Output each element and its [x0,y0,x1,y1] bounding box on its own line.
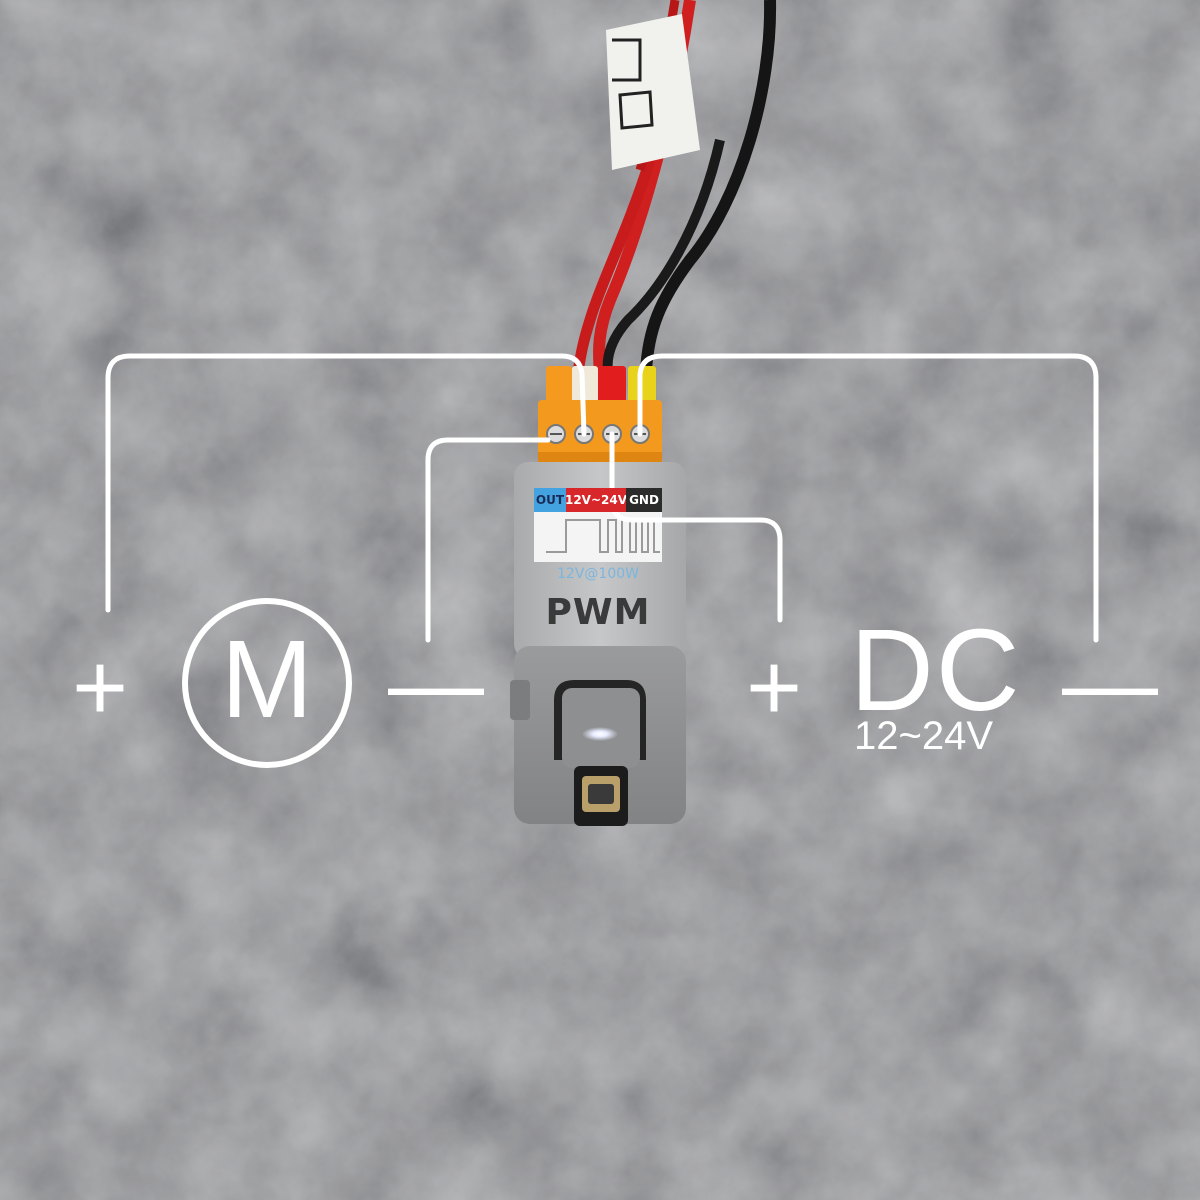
motor-symbol-circle [182,598,352,768]
pin-label-vin: 12V~24V [565,488,627,512]
pin-label-out: OUT [534,488,566,512]
module-rating: 12V@100W [557,566,639,582]
wire-black-1 [640,0,777,373]
dc-supply-voltage: 12~24V [854,714,994,758]
wire-line-motor-plus [105,353,587,613]
wire-line-dc-gnd [637,353,1099,643]
status-led [582,727,618,741]
terminal-block [538,366,662,466]
wire-line-motor-minus [425,437,551,643]
wire-black-2 [602,138,725,373]
pin-label-gnd: GND [626,488,662,512]
cable-tape [606,14,700,170]
motor-minus-sign: — [388,630,484,737]
dc-supply-label: DC [850,605,1022,735]
side-button [510,680,530,720]
wire-red-2 [572,158,656,373]
dc-plus-sign: + [746,634,803,741]
dc-minus-sign: — [1062,630,1158,737]
pwm-module [510,462,686,826]
module-name: PWM [545,592,651,633]
motor-plus-sign: + [72,634,129,741]
motor-letter: M [221,618,313,741]
